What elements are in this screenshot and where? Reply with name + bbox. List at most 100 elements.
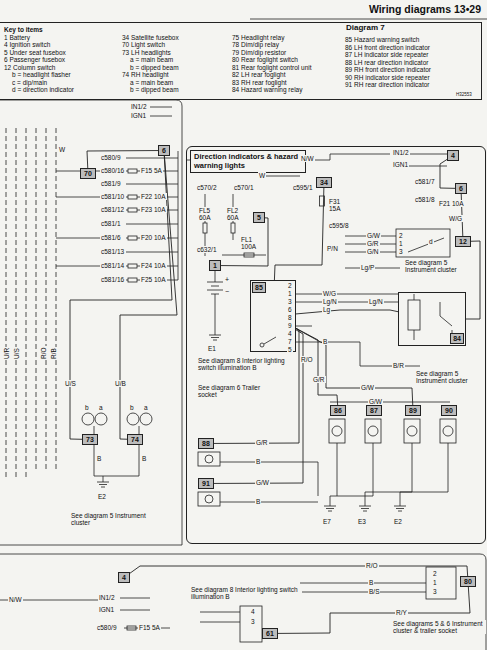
pin-number: 3 [287, 298, 293, 305]
key-item: 89 RH front direction indicator [345, 66, 431, 74]
component-number-text: 6 [459, 184, 463, 193]
wire-label: W/G [448, 215, 463, 222]
component-number-text: 74 [131, 435, 139, 444]
terminal-letter: a [98, 404, 104, 411]
wire-connector [120, 156, 177, 439]
wire-label: Lg [322, 306, 331, 313]
component-number: 73 [82, 434, 98, 445]
component-number: 6 [455, 183, 467, 194]
key-item: a = main beam [122, 56, 179, 64]
wire-label: W [58, 146, 66, 153]
wire-label: IGN1 [392, 161, 409, 168]
pin-number: 5 [287, 346, 293, 353]
component-number: 34 [316, 177, 332, 188]
fuse-label: F31 15A [328, 198, 347, 212]
connector-label: c581/16 [100, 276, 125, 283]
pin-number: 3 [250, 618, 256, 625]
component-number: 87 [366, 405, 382, 416]
note: See diagram 5 Instrument cluster [415, 370, 483, 384]
wire-label: G/R [255, 439, 269, 446]
component-number-text: 89 [409, 406, 417, 415]
note: See diagram 5 Instrument cluster [70, 512, 152, 526]
wire-label: P/N [326, 245, 339, 252]
pin-number: 8 [287, 314, 293, 321]
wire-label: U/S [64, 380, 77, 387]
connector-label: c581/1 [100, 220, 122, 227]
fuse-label: FL5 60A [198, 207, 215, 221]
note: See diagram 5 Instrument cluster [404, 259, 478, 273]
wire-label: Lg/N [322, 298, 338, 305]
component-number: 61 [262, 628, 278, 639]
connector-label: c570/1 [233, 184, 255, 191]
polarity-sign: − [224, 288, 230, 296]
wire-label: G/R [366, 240, 380, 247]
key-item: 86 LH front direction indicator [345, 44, 431, 52]
wire-connector [274, 188, 323, 280]
connector-label: c581/6 [100, 234, 122, 241]
wire-connector [130, 566, 468, 576]
connector-label: c580/9 [96, 624, 118, 631]
component-number: 86 [330, 405, 346, 416]
component-number-text: 1 [213, 261, 217, 270]
wire-label: B [141, 455, 147, 462]
component-number-text: 86 [334, 406, 342, 415]
fuse-label: F23 10A [140, 206, 167, 213]
wire [220, 443, 448, 502]
wire-label: IN1/2 [392, 149, 410, 156]
relay-contact [414, 294, 452, 340]
component-number: 90 [441, 405, 457, 416]
pin-number: 1 [432, 579, 438, 586]
wire-connector [221, 218, 268, 266]
key-item: 1 Battery [4, 34, 74, 42]
note: See diagram 6 Trailer socket [197, 384, 279, 398]
wire-label: U/S [13, 347, 20, 360]
wire-label: B [368, 579, 374, 586]
pin-number: 3 [398, 248, 404, 255]
relay-coil [408, 300, 420, 330]
fuse-label: F20 10A [140, 234, 167, 241]
pin-number: 2 [432, 570, 438, 577]
connector-label: c581/9 [100, 180, 122, 187]
wire-label: R/O [40, 346, 47, 360]
pin-number: 4 [287, 330, 293, 337]
fuse-label: FL1 100A [240, 236, 261, 250]
wire-label: Lg/P [360, 264, 375, 271]
key-column: 85 Hazard warning switch86 LH front dire… [345, 26, 431, 89]
key-item: 78 Dim/dip relay [232, 41, 312, 49]
component-number: 1 [209, 260, 221, 271]
fuse-label: F24 10A [140, 262, 167, 269]
lamp-symbol [198, 419, 456, 506]
wire-label: N/W [300, 155, 315, 162]
component-number-text: 4 [122, 573, 126, 582]
terminal-letter: b [84, 404, 90, 411]
key-item: d = direction indicator [4, 86, 74, 94]
wire-label: B [255, 458, 261, 465]
key-item: 12 Column switch [4, 64, 74, 72]
switch-contact [260, 343, 264, 347]
connector-label: c581/7 [414, 178, 436, 185]
pin-number: 1 [287, 290, 293, 297]
key-item: 88 LH rear direction indicator [345, 59, 431, 67]
component-number: 5 [253, 212, 265, 223]
wire-connector [440, 159, 455, 188]
wire-label: IGN1 [130, 112, 147, 119]
note: See diagram 8 Interior lighting switch i… [197, 357, 287, 371]
terminal-letter: b [129, 404, 135, 411]
connector-label: c581/14 [100, 262, 125, 269]
connector-label: c580/16 [100, 167, 125, 174]
connector-label: IGN1 [98, 606, 115, 613]
component-number-text: 34 [320, 178, 328, 187]
wire [264, 294, 420, 366]
wire-connector [87, 151, 158, 168]
component-number: 4 [118, 572, 130, 583]
wire-label: W/G [322, 290, 337, 297]
wire-label: G/W [360, 384, 375, 391]
fuse-symbol [127, 169, 325, 630]
key-item: 80 Rear foglight switch [232, 56, 312, 64]
wire-label: U/R [3, 347, 10, 360]
earth-symbol [97, 329, 406, 511]
wire-label: B/R [392, 362, 405, 369]
pin-number: 9 [287, 322, 293, 329]
